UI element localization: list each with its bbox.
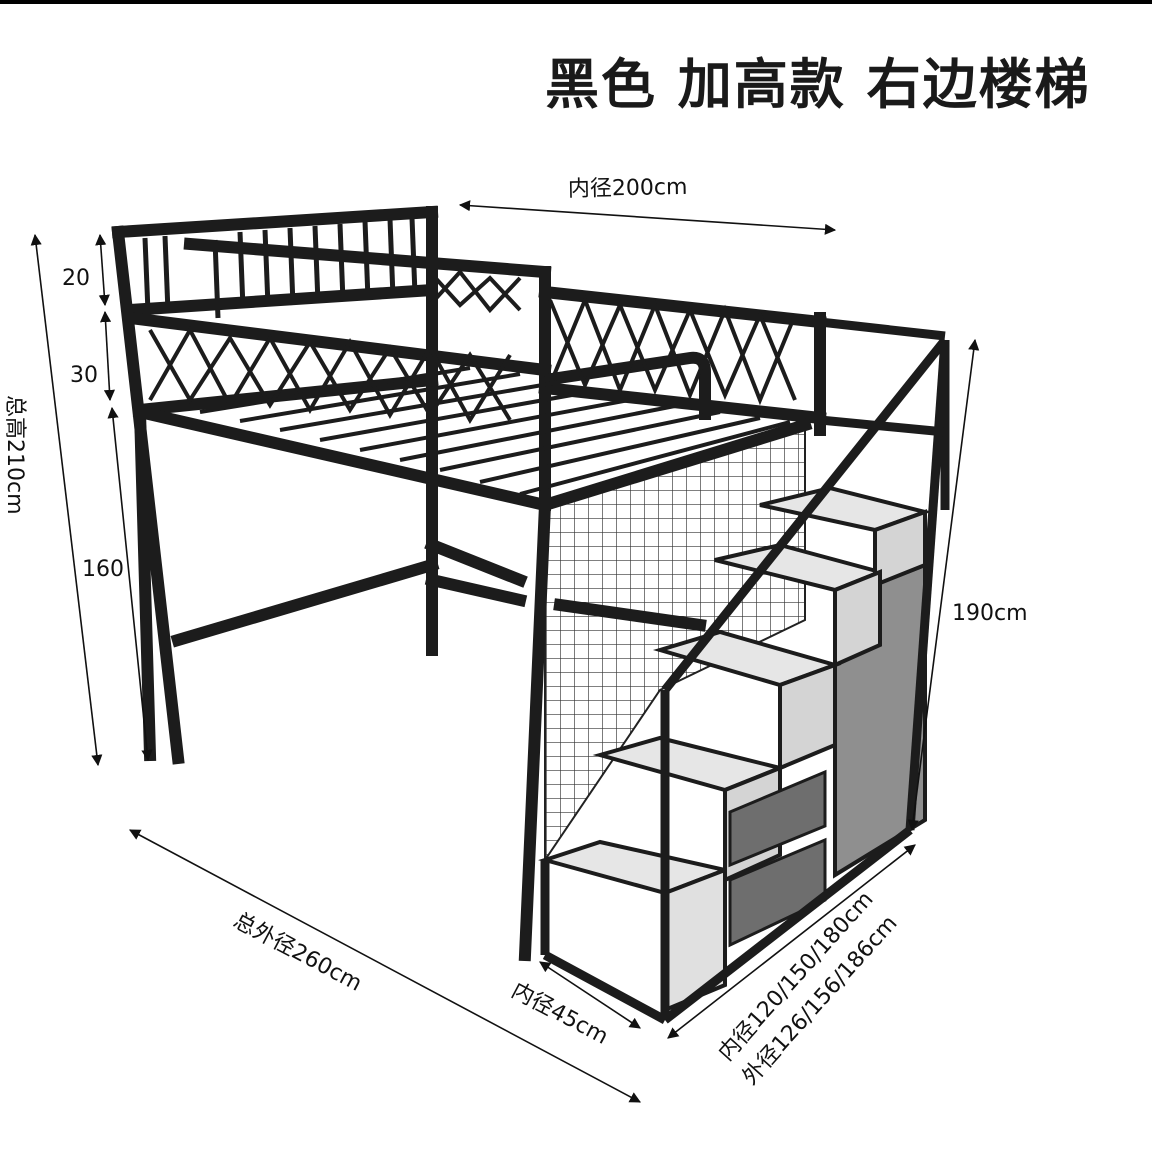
dim-width — [667, 844, 916, 1039]
dim-total-height — [30, 233, 103, 767]
dim-total-outer — [129, 829, 641, 1103]
product-title: 黑色 加高款 右边楼梯 — [545, 53, 1091, 116]
label-guard-height: 30 — [70, 363, 98, 388]
rail-balusters — [142, 217, 418, 319]
dim-clearance — [107, 406, 153, 762]
bed-slats — [199, 366, 791, 496]
step-riser-5 — [663, 867, 727, 1013]
label-rail-height: 20 — [62, 266, 90, 291]
label-stair-height: 190cm — [952, 601, 1028, 626]
step-riser-2 — [833, 569, 882, 669]
bed-frame — [111, 205, 827, 962]
dim-rail-height — [95, 233, 110, 307]
label-total-outer: 总外径260cm — [229, 908, 366, 997]
dim-guard-height — [99, 310, 116, 402]
dim-inner-length — [458, 200, 837, 235]
dim-stair-height — [907, 338, 980, 832]
label-total-height: 总高210cm — [2, 395, 27, 515]
top-border-line — [0, 0, 1152, 4]
guard-handle — [544, 351, 711, 420]
dim-stair-depth — [539, 961, 641, 1029]
step-riser-3 — [778, 662, 837, 772]
label-inner-length: 内径200cm — [568, 175, 688, 202]
label-clearance: 160 — [82, 557, 124, 582]
dimension-lines — [30, 200, 980, 1103]
